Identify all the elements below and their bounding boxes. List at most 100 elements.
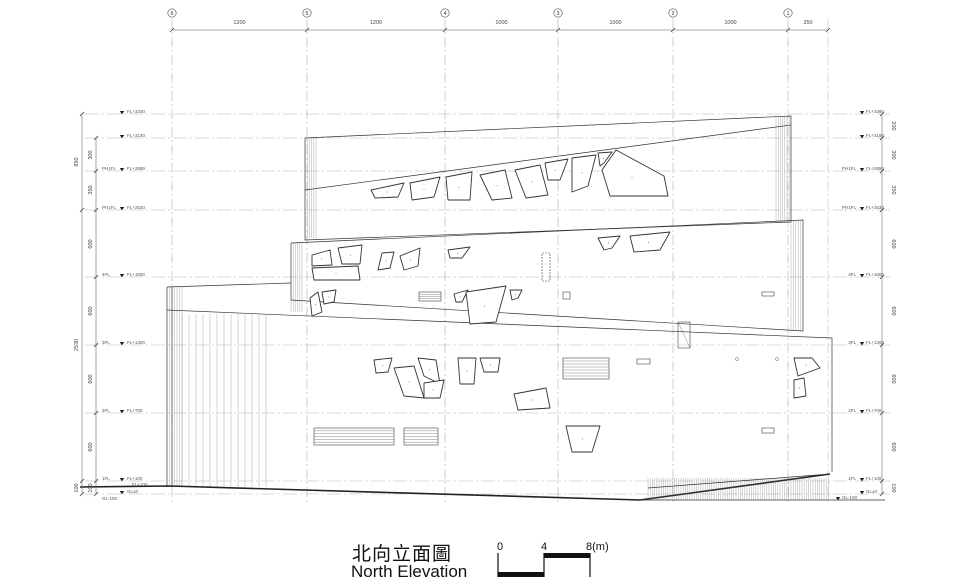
fourth-floor-opening bbox=[509, 289, 523, 301]
grid-axis-circle bbox=[553, 8, 563, 18]
left-level-value: FL+2530 bbox=[127, 205, 145, 210]
fourth-floor-opening-dot bbox=[484, 305, 485, 307]
ramp-handrail bbox=[647, 473, 831, 489]
right-dim-tick bbox=[879, 410, 885, 416]
scale-bar-start-label: 0 bbox=[497, 541, 504, 553]
door-panel-diagonal bbox=[677, 321, 691, 349]
grid-axis-number: 6 bbox=[170, 11, 173, 17]
top-dim-tick bbox=[670, 27, 676, 33]
penthouse-opening bbox=[445, 171, 473, 201]
fourth-floor-opening bbox=[309, 291, 323, 317]
top-dim-value: 1200 bbox=[233, 20, 245, 26]
grid-axis-number: 1 bbox=[786, 11, 789, 17]
right-dim-value: 600 bbox=[890, 374, 896, 383]
fourth-floor-opening-dot bbox=[385, 260, 387, 262]
left-ground-label: GL-100 bbox=[102, 496, 118, 501]
left-inner-dim-tick bbox=[93, 274, 99, 280]
left-level-marker bbox=[119, 207, 125, 211]
penthouse-sloped-edge bbox=[304, 124, 792, 191]
left-inner-dim-value: 600 bbox=[88, 442, 94, 451]
left-inner-dim-value: 350 bbox=[88, 185, 94, 194]
fourth-floor-opening bbox=[629, 231, 671, 253]
fourth-floor-opening bbox=[311, 249, 333, 267]
grid-axis-number: 4 bbox=[443, 11, 446, 17]
lower-opening-dot bbox=[466, 370, 468, 372]
scale-bar-end-label: 8(m) bbox=[586, 541, 609, 553]
fourth-floor-opening bbox=[465, 285, 507, 325]
right-level-name: PH1FL bbox=[842, 205, 857, 210]
penthouse-opening bbox=[479, 169, 513, 201]
top-dim-value: 1000 bbox=[609, 20, 621, 26]
penthouse-opening bbox=[544, 158, 569, 181]
left-inner-dim-tick bbox=[93, 491, 99, 497]
right-dim-value: 200 bbox=[890, 121, 896, 130]
right-level-value: FL+3190 bbox=[866, 133, 884, 138]
right-level-marker bbox=[859, 111, 865, 115]
lower-opening bbox=[373, 357, 393, 374]
left-level-value: FL+700 bbox=[127, 408, 143, 413]
fourth-floor-opening bbox=[453, 289, 469, 303]
left-outer-dim-value: 2530 bbox=[74, 339, 80, 351]
fourth-floor-opening-dot bbox=[315, 304, 316, 305]
left-level-name: 4FL bbox=[102, 272, 110, 277]
grid-axis-lines bbox=[171, 19, 829, 505]
fourth-floor-opening-dot bbox=[457, 252, 458, 254]
ground-line bbox=[79, 473, 831, 501]
left-level-marker bbox=[119, 274, 125, 278]
lower-opening-dot bbox=[382, 365, 383, 367]
grid-axis-circle bbox=[302, 8, 312, 18]
scale-bar-graphic bbox=[497, 553, 591, 577]
left-level-marker bbox=[119, 168, 125, 172]
title-chinese: 北向立面圖 bbox=[352, 543, 453, 565]
penthouse-opening-dot bbox=[581, 172, 583, 174]
door-panel bbox=[677, 321, 691, 349]
left-outer-dim-value: 850 bbox=[74, 157, 80, 166]
lower-opening bbox=[793, 357, 821, 377]
grid-axis-circle bbox=[167, 8, 177, 18]
fourth-floor-opening-dot bbox=[350, 254, 351, 256]
left-level-marker bbox=[119, 135, 125, 139]
left-level-name: 1FL bbox=[102, 476, 110, 481]
right-dim-tick bbox=[879, 168, 885, 174]
right-level-value: FL+1300 bbox=[866, 340, 884, 345]
top-dim-value: 1000 bbox=[495, 20, 507, 26]
vent bbox=[761, 427, 775, 434]
left-outer-dim-tick bbox=[79, 111, 85, 117]
right-level-marker bbox=[859, 491, 865, 495]
lower-opening-dot bbox=[582, 438, 583, 440]
right-dim-value: 350 bbox=[890, 185, 896, 194]
fourth-floor-opening-dot bbox=[335, 273, 337, 274]
right-level-value: FL+700 bbox=[866, 408, 882, 413]
left-level-value: FL+100 bbox=[127, 476, 143, 481]
fourth-floor-opening bbox=[337, 244, 363, 265]
left-inner-dim-value: 600 bbox=[88, 239, 94, 248]
penthouse-opening bbox=[370, 182, 405, 199]
small-round-vent bbox=[775, 357, 779, 361]
fourth-floor-volume bbox=[290, 219, 804, 332]
right-ground-label: GL-100 bbox=[842, 495, 858, 500]
grid-axis-circle bbox=[783, 8, 793, 18]
left-level-value: FL+3340 bbox=[127, 109, 145, 114]
left-outer-dim-value: 100 bbox=[74, 483, 80, 492]
top-dim-tick bbox=[442, 27, 448, 33]
grid-axis-circle bbox=[440, 8, 450, 18]
left-level-marker bbox=[119, 342, 125, 346]
building-outline bbox=[79, 115, 885, 501]
left-level-marker bbox=[119, 478, 125, 482]
right-level-marker bbox=[859, 342, 865, 346]
right-level-value: GL±0 bbox=[866, 489, 877, 494]
left-level-marker bbox=[119, 111, 125, 115]
top-dim-tick bbox=[169, 27, 175, 33]
left-inner-dim-tick bbox=[93, 342, 99, 348]
top-dim-tick bbox=[304, 27, 310, 33]
lower-opening-dot bbox=[531, 399, 533, 401]
top-dim-tick bbox=[555, 27, 561, 33]
penthouse-opening-dot bbox=[603, 158, 604, 159]
lower-opening-dot bbox=[408, 381, 410, 383]
right-dim-value: 600 bbox=[890, 442, 896, 451]
lower-opening-dot bbox=[805, 364, 807, 366]
grid-axis-number: 3 bbox=[556, 11, 559, 17]
lower-opening-dot bbox=[432, 389, 434, 391]
right-dim-value: 600 bbox=[890, 239, 896, 248]
